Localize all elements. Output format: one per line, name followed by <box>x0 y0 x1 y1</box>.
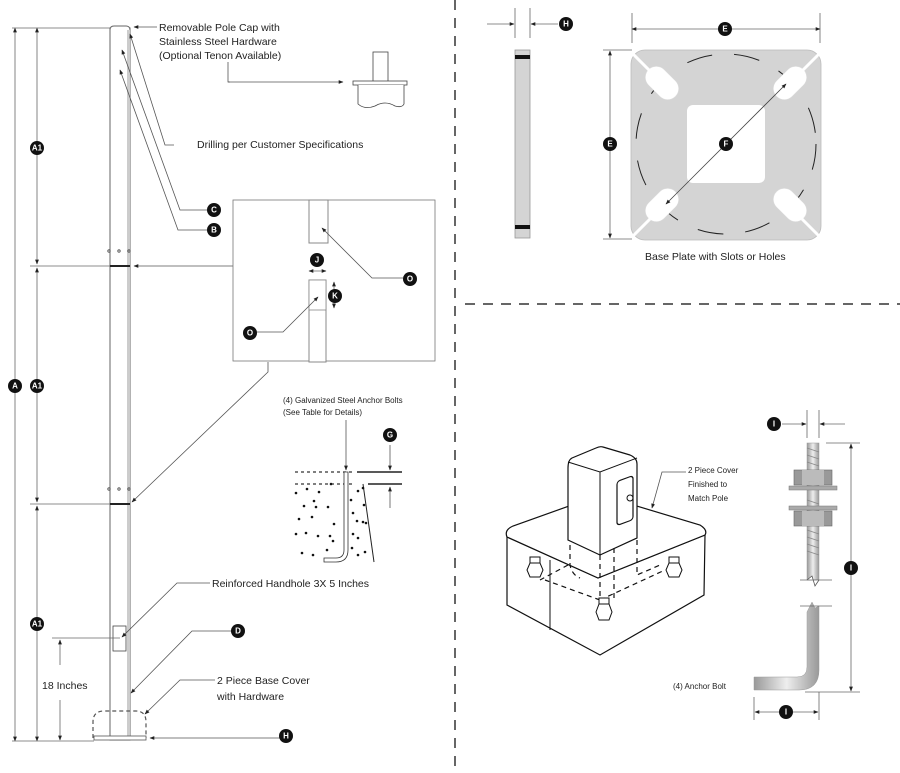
isometric-base-cover <box>505 446 707 656</box>
drilling-detail <box>232 199 436 363</box>
svg-text:F: F <box>724 140 729 149</box>
anchor-bolt-detail <box>753 410 860 720</box>
svg-text:O: O <box>407 275 413 284</box>
detail-frame <box>232 199 436 362</box>
pole-cap <box>109 25 131 31</box>
badge-C: C <box>207 203 221 217</box>
label-pole-cap-1: Removable Pole Cap with <box>159 22 280 34</box>
svg-text:C: C <box>211 206 217 215</box>
bolt-circle <box>635 53 817 235</box>
badge-J: J <box>310 253 324 267</box>
svg-text:E: E <box>722 25 728 34</box>
badge-E-horizontal: E <box>718 22 732 36</box>
label-base-plate: Base Plate with Slots or Holes <box>645 251 786 263</box>
tenon-detail <box>227 51 408 108</box>
svg-text:A1: A1 <box>32 144 43 153</box>
badge-A1-mid: A1 <box>30 379 44 393</box>
anchor-nuts <box>526 556 683 621</box>
base-cover-outline <box>92 710 147 738</box>
svg-text:I: I <box>785 708 787 717</box>
svg-text:H: H <box>283 732 289 741</box>
svg-text:G: G <box>387 431 393 440</box>
label-base-cover-1: 2 Piece Base Cover <box>217 675 310 687</box>
svg-text:I: I <box>850 564 852 573</box>
badge-G: G <box>383 428 397 442</box>
label-pole-cap-3: (Optional Tenon Available) <box>159 50 281 62</box>
label-base-cover-2: with Hardware <box>216 691 284 703</box>
label-cover-finished-1: 2 Piece Cover <box>688 466 739 475</box>
svg-text:A1: A1 <box>32 382 43 391</box>
badge-A1-top: A1 <box>30 141 44 155</box>
anchor-in-concrete <box>294 420 402 563</box>
badge-H-plate: H <box>559 17 573 31</box>
section-dividers <box>454 0 900 773</box>
label-18-inches: 18 Inches <box>42 680 88 692</box>
badge-I-diameter: I <box>767 417 781 431</box>
label-anchor-bolts-2: (See Table for Details) <box>283 408 362 417</box>
svg-text:H: H <box>563 20 569 29</box>
badge-A: A <box>8 379 22 393</box>
handhole <box>112 625 127 652</box>
base-plate-views <box>487 8 823 241</box>
label-pole-cap-2: Stainless Steel Hardware <box>159 36 277 48</box>
badge-I-length: I <box>844 561 858 575</box>
label-handhole: Reinforced Handhole 3X 5 Inches <box>212 578 369 590</box>
label-drilling: Drilling per Customer Specifications <box>197 139 363 151</box>
bent-rod <box>753 601 820 691</box>
label-anchor-bolt: (4) Anchor Bolt <box>673 682 727 691</box>
svg-text:B: B <box>211 226 217 235</box>
svg-text:A: A <box>12 382 18 391</box>
badge-K: K <box>328 289 342 303</box>
base-plate-side <box>514 49 531 239</box>
svg-text:O: O <box>247 329 253 338</box>
badge-A1-bottom: A1 <box>30 617 44 631</box>
badge-B: B <box>207 223 221 237</box>
svg-text:D: D <box>235 627 241 636</box>
badge-D: D <box>231 624 245 638</box>
svg-text:I: I <box>773 420 775 429</box>
badge-O-lower: O <box>243 326 257 340</box>
badge-E-vertical: E <box>603 137 617 151</box>
svg-text:J: J <box>315 256 319 265</box>
badge-H-pole: H <box>279 729 293 743</box>
label-cover-finished-2: Finished to <box>688 480 728 489</box>
pole-elevation <box>12 25 436 742</box>
svg-text:E: E <box>607 140 613 149</box>
pole-stub <box>567 446 638 556</box>
label-anchor-bolts-1: (4) Galvanized Steel Anchor Bolts <box>283 396 403 405</box>
badge-O-upper: O <box>403 272 417 286</box>
svg-text:A1: A1 <box>32 620 43 629</box>
label-cover-finished-3: Match Pole <box>688 494 729 503</box>
badge-F: F <box>719 137 733 151</box>
concrete-aggregate <box>294 482 368 557</box>
text-labels: Removable Pole Cap with Stainless Steel … <box>42 22 786 703</box>
badge-I-hook: I <box>779 705 793 719</box>
svg-text:K: K <box>332 292 338 301</box>
pole-shaft-shade <box>127 28 130 740</box>
base-plate-edge <box>93 735 147 741</box>
dimension-badges: A1 A A1 A1 C B J K O O G D H H E E F I I… <box>8 17 858 743</box>
